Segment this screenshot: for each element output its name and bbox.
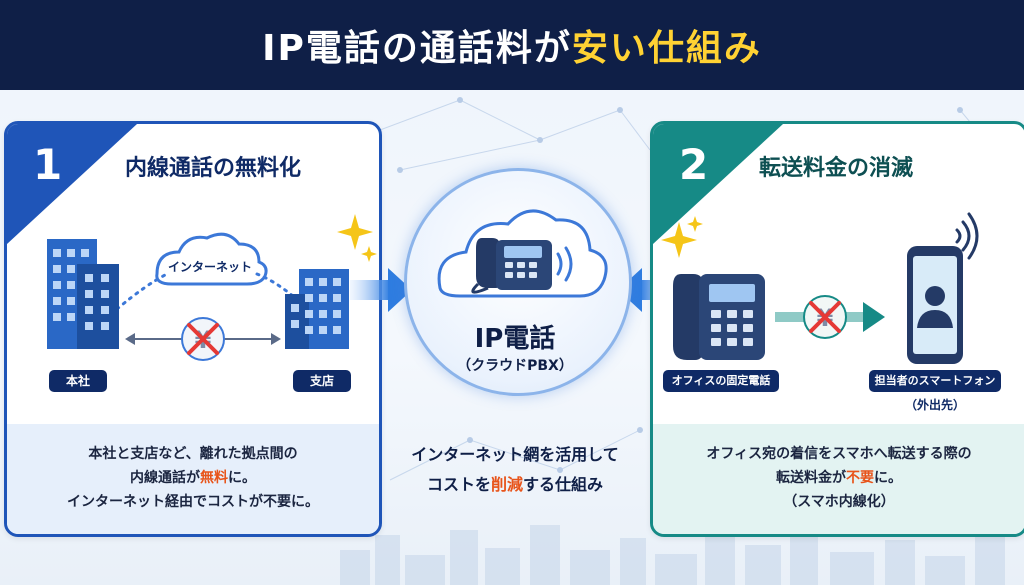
panel1-title: 内線通話の無料化 xyxy=(125,156,302,181)
panel2-illustration: ¥ xyxy=(661,212,979,364)
panel2-description: オフィス宛の着信をスマホへ転送する際の 転送料金が不要に。 （スマホ内線化） xyxy=(653,442,1024,514)
center-description: インターネット網を活用して コストを削減する仕組み xyxy=(380,440,650,500)
branch-office-building-icon xyxy=(285,269,349,349)
panel2-number: 2 xyxy=(679,140,709,189)
arrow-right-icon xyxy=(350,268,412,312)
panel2-desc-area xyxy=(653,424,1024,534)
panel2-desc-line1: オフィス宛の着信をスマホへ転送する際の xyxy=(706,446,972,462)
head-office-building-icon xyxy=(47,239,119,349)
signal-waves-icon xyxy=(556,246,573,282)
panel-internal-call: 1 内線通話の無料化 インターネット xyxy=(4,121,382,537)
panel2-desc-line3: （スマホ内線化） xyxy=(783,494,895,510)
ip-phone-title: IP電話 xyxy=(474,324,556,354)
title-prefix: IP電話の通話料が xyxy=(262,28,572,69)
panel1-desc-line3: インターネット経由でコストが不要に。 xyxy=(67,494,319,510)
title-highlight: 安い仕組み xyxy=(571,28,762,69)
no-cost-icon: ¥ xyxy=(803,295,847,339)
sparkle-icon xyxy=(337,214,377,262)
desk-phone-icon xyxy=(471,238,552,294)
cloud-label: インターネット xyxy=(168,260,252,274)
smartphone-icon xyxy=(907,246,963,364)
panel-transfer-fee: 2 転送料金の消滅 ¥ xyxy=(650,121,1024,537)
panel2-highlight: 不要 xyxy=(846,470,874,486)
no-cost-icon: ¥ xyxy=(181,317,225,361)
smartphone-label: 担当者のスマートフォン xyxy=(869,370,1001,392)
head-office-label: 本社 xyxy=(49,370,107,392)
skyline-decoration xyxy=(340,525,1005,585)
branch-office-label: 支店 xyxy=(293,370,351,392)
header-banner: IP電話の通話料が安い仕組み xyxy=(0,0,1024,90)
smartphone-sublabel: （外出先） xyxy=(904,398,965,412)
panel2-corner xyxy=(653,124,783,244)
center-illustration xyxy=(437,209,608,298)
sparkle-icon xyxy=(661,216,703,258)
panel2-desc-line2: 転送料金が不要に。 xyxy=(776,470,902,486)
wifi-signal-icon xyxy=(955,212,979,260)
panel1-desc-area xyxy=(7,424,379,534)
panel1-description: 本社と支店など、離れた拠点間の 内線通話が無料に。 インターネット経由でコストが… xyxy=(7,442,379,514)
center-highlight: 削減 xyxy=(490,475,523,494)
panel1-highlight: 無料 xyxy=(200,470,228,486)
office-phone-label: オフィスの固定電話 xyxy=(663,370,779,392)
panel1-illustration: インターネット xyxy=(47,214,377,361)
ip-phone-subtitle: （クラウドPBX） xyxy=(457,358,573,374)
center-desc-line1: インターネット網を活用して xyxy=(411,445,619,464)
office-phone-icon xyxy=(673,274,765,360)
internet-cloud-icon xyxy=(155,232,268,286)
panel1-desc-line2: 内線通話が無料に。 xyxy=(130,470,256,486)
panel1-number: 1 xyxy=(33,140,63,189)
panel1-corner xyxy=(7,124,137,244)
panel1-desc-line1: 本社と支店など、離れた拠点間の xyxy=(88,446,298,462)
page-title: IP電話の通話料が安い仕組み xyxy=(262,19,762,71)
center-desc-line2: コストを削減する仕組み xyxy=(426,475,604,494)
panel2-title: 転送料金の消滅 xyxy=(759,156,914,181)
